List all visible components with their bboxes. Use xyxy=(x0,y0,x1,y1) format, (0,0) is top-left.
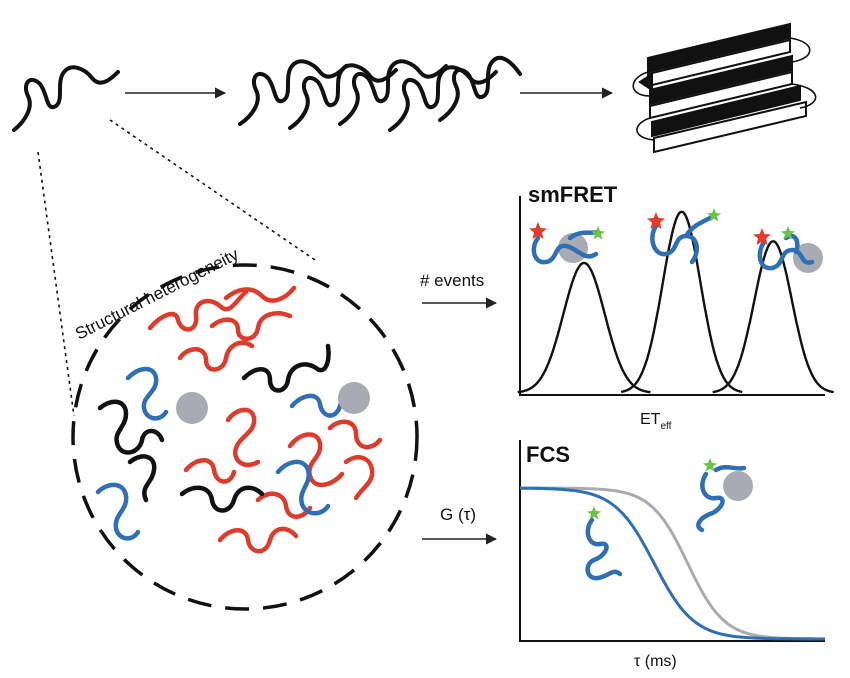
fcs-curve-blue xyxy=(520,486,825,641)
fcs-molecule-bound xyxy=(696,458,753,533)
smfret-title: smFRET xyxy=(528,182,618,207)
amyloid-fibril xyxy=(632,22,817,154)
ensemble-circle xyxy=(71,263,419,611)
green-star xyxy=(587,506,601,520)
g-tau-arrow-label: G (τ) xyxy=(440,505,476,524)
fcs-molecule-free xyxy=(585,506,623,581)
oligomer-cluster xyxy=(238,55,522,132)
zoom-line-left xyxy=(37,151,75,417)
smfret-x-label-main: ET xyxy=(640,411,661,428)
smfret-molecule-3 xyxy=(753,226,823,273)
zoom-line-right xyxy=(109,119,319,263)
green-star xyxy=(591,226,605,240)
smfret-molecule-2 xyxy=(647,208,721,265)
red-chains xyxy=(147,285,383,554)
red-star xyxy=(529,222,547,239)
green-star xyxy=(707,208,721,222)
fcs-title: FCS xyxy=(526,442,570,467)
structural-heterogeneity-label: Structural heterogeneity xyxy=(72,244,242,343)
green-star xyxy=(781,226,795,240)
smfret-peak-3 xyxy=(712,240,834,394)
fcs-x-label: τ (ms) xyxy=(634,653,677,670)
smfret-peak-2 xyxy=(620,210,743,394)
fcs-chart: FCS τ (ms) xyxy=(519,440,825,670)
ligand-spheres xyxy=(176,382,370,424)
smfret-peak-1 xyxy=(517,261,651,394)
fcs-curve-grey xyxy=(520,486,825,641)
fcs-axes xyxy=(519,440,825,642)
events-arrow-label: # events xyxy=(420,271,484,290)
monomer-chain xyxy=(12,65,120,132)
red-star xyxy=(647,212,665,229)
black-chains xyxy=(97,343,331,513)
red-star xyxy=(753,228,771,245)
smfret-molecule-1 xyxy=(529,222,605,265)
smfret-x-label: ETeff xyxy=(640,411,672,432)
smfret-chart: smFRET ETeff xyxy=(517,182,834,432)
smfret-axes xyxy=(519,196,825,396)
green-star xyxy=(703,458,717,472)
smfret-x-label-sub: eff xyxy=(660,421,671,432)
